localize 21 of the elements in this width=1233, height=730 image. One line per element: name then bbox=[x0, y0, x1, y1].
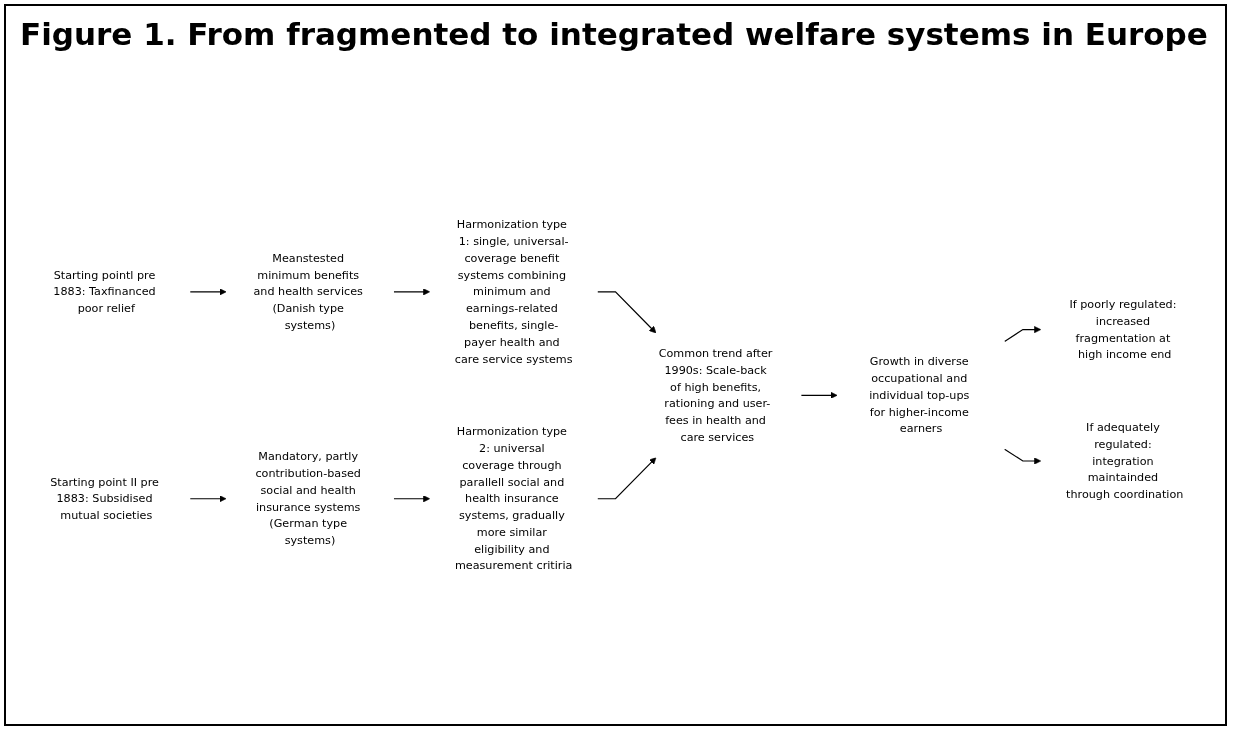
arrow bbox=[800, 391, 838, 399]
node-text: Starting point II pre 1883: Subsidised mutual societies bbox=[50, 474, 159, 522]
node-text: Meanstested minimum benefits and health services (Danish type systems) bbox=[253, 251, 363, 332]
arrow bbox=[189, 288, 227, 296]
arrow bbox=[596, 457, 657, 500]
arrow bbox=[1004, 325, 1042, 342]
arrow bbox=[393, 494, 431, 502]
node-text: Harmonization type 2: universal coverage through parallell social and health insurance systems, gradually more similar eligibility and measurement critiria bbox=[454, 424, 573, 572]
figure-title: Figure 1. From fragmented to integrated welfare systems in Europe bbox=[20, 16, 1209, 52]
node-text: Common trend after 1990s: Scale-back of high benefits, rationing and user-fees in health and care services bbox=[658, 346, 773, 443]
node-text: If adequately regulated: integration maintainded through coordination bbox=[1066, 420, 1184, 501]
arrow bbox=[1004, 448, 1042, 465]
figure-frame: Figure 1. From fragmented to integrated welfare systems in Europe Starting pointl pre 1883: Taxfinanced poor relief Meanstested minimum benefits and health services (Danish type systems) Harmonization type 1: single, universal-coverage benefit systems combining minimum and earnings-related benefits, single-payer health and care service systems Starting point II pre 1883: Subsidised mutual societies Mandatory, partly contribution-based social and health insurance systems (German type systems) Harmonization type 2: universal coverage through parallell social and health insurance systems, gradually more similar eligibility and measurement critiria Common trend after 1990s: Scale-back of high benefits, rationing and user-fees in health and care services Growth in diverse occupational and individual top-ups for higher-income earners If poorly regulated: increased fragmentation at high income end If adequately regulated: integration maintainded through coordination bbox=[4, 4, 1227, 726]
arrow bbox=[393, 288, 431, 296]
node-text: Harmonization type 1: single, universal-coverage benefit systems combining minimum and earnings-related benefits, single-payer health and care service systems bbox=[454, 217, 573, 365]
arrow bbox=[596, 290, 657, 333]
node-text: Growth in diverse occupational and individual top-ups for higher-income earners bbox=[869, 354, 970, 435]
node-text: Mandatory, partly contribution-based social and health insurance systems (German type systems) bbox=[255, 449, 361, 547]
node-text: If poorly regulated: increased fragmentation at high income end bbox=[1069, 297, 1177, 361]
arrow bbox=[189, 494, 227, 502]
node-text: Starting pointl pre 1883: Taxfinanced poor relief bbox=[53, 268, 156, 315]
